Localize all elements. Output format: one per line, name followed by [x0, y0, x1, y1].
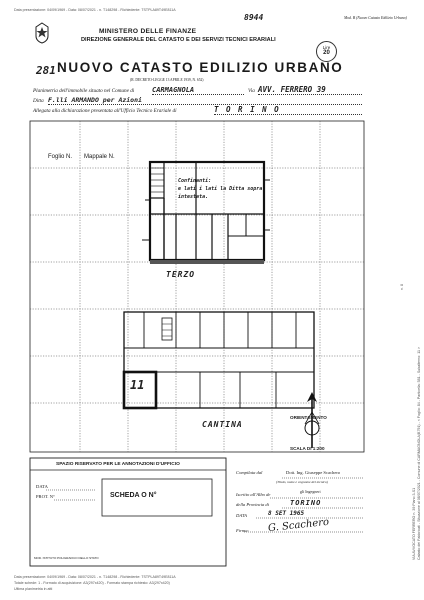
handwritten-number: 8944 [244, 13, 264, 22]
duty-stamp-label: Lire [322, 45, 331, 50]
margin-header-text: Data presentazione: 04/09/1969 - Data: 0… [14, 8, 176, 12]
provincia-label: della Provincia di [236, 502, 269, 507]
iscritto-label: Iscritto all'Albo de [236, 492, 271, 497]
reserved-space-title: SPAZIO RISERVATO PER LE ANNOTAZIONI D'UF… [56, 462, 180, 467]
firma-label: Firma: [236, 528, 250, 533]
comune-value: CARMAGNOLA [152, 86, 195, 94]
direction-name: DIREZIONE GENERALE DEL CATASTO E DEI SER… [81, 37, 276, 43]
foglio-label: Foglio N. [48, 154, 73, 160]
sheet-number: 281 [36, 64, 56, 77]
ditta-label: Ditta [33, 98, 44, 104]
reserved-data-label: DATA [36, 484, 48, 489]
floor-label-terzo: TERZO [166, 270, 196, 279]
reserved-prot-label: PROT. N° [36, 494, 55, 499]
confinanti-note-3: intestata. [178, 194, 209, 200]
printer-note: MOD. ISTITUTO POLIGRAFICO DELLO STATO [34, 556, 99, 560]
floor-label-cantina: CANTINA [202, 420, 243, 429]
confinanti-note-2: e lati i lati la Ditta sopra [178, 186, 263, 192]
scale-label: SCALA DI 1:200 [290, 446, 325, 451]
ufficio-value: T O R I N O [214, 105, 281, 114]
compilata-value: Dott. Ing. Giuseppe Scachero [286, 470, 341, 475]
margin-footer-text-3: Ultima planimetria in atti [14, 587, 53, 591]
margin-footer-text-1: Data presentazione: 04/09/1969 - Data: 0… [14, 575, 176, 579]
allegata-label: Allegata alla dichiarazione presentata a… [33, 108, 177, 114]
ditta-value: F.lli ARMANDO per Azioni [48, 96, 142, 104]
provincia-value: TORINO [290, 499, 322, 507]
data-value: 8 SET 1965 [268, 510, 305, 517]
confinanti-note-1: Confinanti: [178, 178, 212, 184]
ministry-name: MINISTERO DELLE FINANZE [99, 28, 197, 35]
via-label: Via [248, 88, 255, 94]
via-value: AVV. FERRERO 39 [258, 85, 326, 94]
emblem-icon [35, 22, 49, 44]
margin-footer-text-2: Totale schede: 1 - Formato di acquisizio… [14, 581, 170, 585]
mappale-label: Mappale N. [84, 154, 115, 160]
duty-stamp: Lire 20 [316, 41, 337, 62]
titolo-note: (Titolo, nome e cognome del tecnico) [276, 480, 328, 484]
form-code: Mod. B (Nuovo Catasto Edilizio Urbano) [344, 16, 407, 20]
document-title: NUOVO CATASTO EDILIZIO URBANO [57, 60, 344, 75]
law-reference: (R. DECRETO-LEGGE 13 APRILE 1939, N. 652… [130, 78, 204, 82]
planimetria-label: Planimetria dell'immobile situato nel Co… [33, 88, 135, 94]
duty-stamp-value: 20 [323, 50, 330, 56]
compilata-label: Compilata dal [236, 470, 263, 475]
orientation-label: ORIENTAMENTO [290, 415, 327, 420]
data-line-label: DATA [236, 513, 247, 518]
scheda-label: SCHEDA O N° [110, 492, 157, 499]
iscritto-value: gli Ingegneri [300, 489, 321, 494]
unit-number: 11 [130, 378, 145, 392]
